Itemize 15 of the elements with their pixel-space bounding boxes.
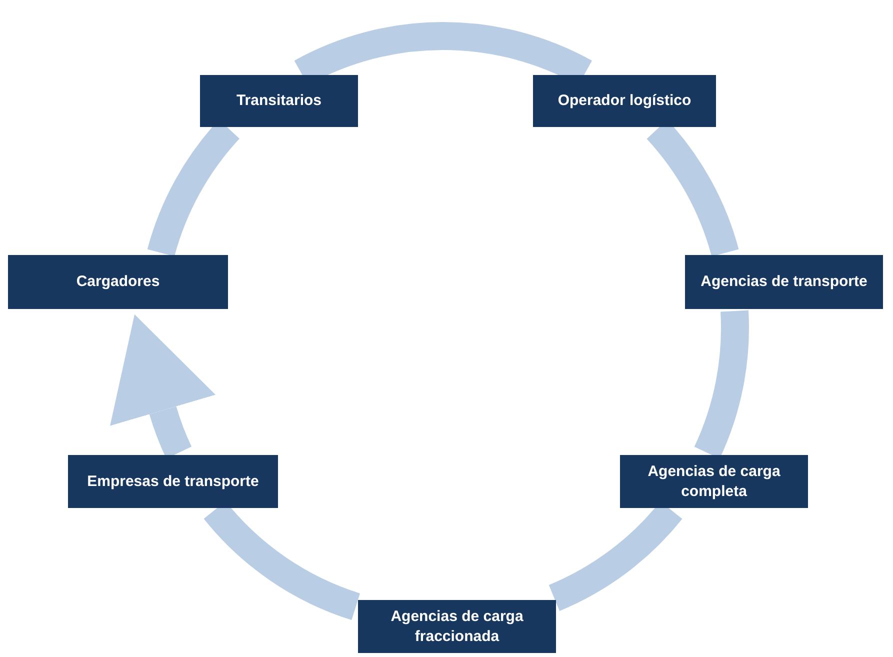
box-label: Cargadores bbox=[76, 272, 160, 292]
stakeholder-box bbox=[200, 75, 358, 127]
box-label: Agencias de transporte bbox=[700, 272, 868, 292]
stakeholder-box bbox=[68, 455, 278, 508]
stakeholder-box bbox=[620, 455, 808, 508]
box-label: Agencias de carga fraccionada bbox=[390, 607, 524, 646]
stakeholder-box bbox=[358, 600, 556, 653]
box-label: Agencias de carga completa bbox=[646, 462, 782, 501]
box-label: Operador logístico bbox=[558, 91, 692, 111]
stakeholder-box bbox=[8, 255, 228, 309]
box-label: Transitarios bbox=[236, 91, 322, 111]
stakeholder-box bbox=[685, 255, 883, 309]
cycle-band-segment bbox=[694, 310, 748, 458]
box-label: Empresas de transporte bbox=[87, 472, 259, 492]
stakeholder-box bbox=[533, 75, 716, 127]
